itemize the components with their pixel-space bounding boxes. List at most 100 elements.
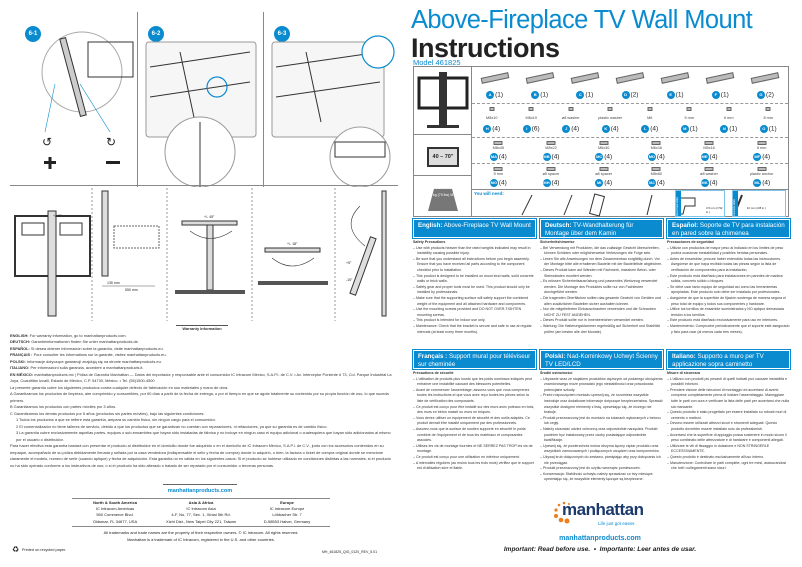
important-notice: Important: Read before use. • Importante… <box>503 546 697 553</box>
lang-label: FRANÇAIS : <box>10 352 33 357</box>
part-label: 5 mm <box>493 172 504 176</box>
precaution-text: Nur die mitgelieferten Einbauschrauben v… <box>543 307 656 317</box>
warranty-title: Warranty Information <box>176 325 228 333</box>
warranty-item: B Garantizamos los productos con partes … <box>10 404 117 409</box>
part-letter: L <box>641 125 650 133</box>
stud-finder-icon <box>588 193 606 217</box>
precaution-item: – Avant de commencer l'assemblage, assur… <box>413 387 530 403</box>
part-illustration <box>546 167 556 171</box>
lang-body: Środki ostrożności– Używanie wraz ze sto… <box>540 371 663 483</box>
depth-max-label: 550 mm <box>125 288 138 292</box>
precaution-text: Należy stosować odzież ochronną oraz odp… <box>543 426 658 443</box>
warranty-item: 3 La garantía cubre exclusivamente aquel… <box>16 430 391 442</box>
part-quantity: (1) <box>585 91 594 99</box>
part-quantity: (6) <box>531 125 540 133</box>
warranty-line: DEUTSCH: Garantieinformationen finden Si… <box>10 339 394 346</box>
part-illustration <box>651 167 661 171</box>
precaution-list: – Bei Verwendung mit Produkten, die das … <box>540 246 663 336</box>
precaution-item: – Upewnij się, że powierzchnia nośna utr… <box>540 443 660 454</box>
part-letter: O <box>759 125 768 133</box>
lang-body: Misure di sicurezza– L'utilizzo con prod… <box>667 371 790 472</box>
part-illustration <box>751 72 780 84</box>
part-A: A(1) <box>472 67 517 103</box>
precaution-text: Produkt przeznaczony jest do użytku wewn… <box>543 466 641 471</box>
precaution-text: Safety gear and proper tools must be use… <box>416 284 530 295</box>
precaution-item: – Questo prodotto è stato progettato per… <box>667 410 787 420</box>
part-quantity: (2) <box>765 91 774 99</box>
precaution-text: Lesen Sie alle Anweisungen vor dem Zusam… <box>543 256 663 267</box>
lang-body: Sicherheitshinweise– Bei Verwendung mit … <box>540 240 663 335</box>
part-illustration <box>660 72 690 84</box>
warranty-text: manhattanproducts.mx | Póliza de Garantí… <box>10 371 392 384</box>
lang-header: Español: Soporte de TV para instalación … <box>666 218 791 239</box>
part-quantity: (1) <box>689 125 698 133</box>
part-label: M6x10 <box>525 116 537 120</box>
trademark-notice: All trademarks and trade names are the p… <box>103 530 299 542</box>
lang-body: Précautions de sécurité– L'utilisation d… <box>413 371 536 472</box>
part-label: plastic anchor <box>749 172 774 176</box>
website-link[interactable]: manhattanproducts.com <box>167 488 233 494</box>
precaution-text: Vous devez utiliser un équipement de séc… <box>416 415 530 426</box>
part-quantity: (1) <box>768 125 777 133</box>
depth-min-label: 135 mm <box>107 281 120 285</box>
tools-row: You will need: Wood Stud Walls 3.5 mm (7… <box>472 190 788 217</box>
part-illustration <box>528 107 534 111</box>
part-illustration <box>757 141 767 145</box>
part-label: M6x16 <box>650 146 663 150</box>
precaution-item: – Należy stosować odzież ochronną oraz o… <box>540 426 658 443</box>
precaution-item: – A intervalles réguliers (au moins tous… <box>413 460 534 471</box>
precaution-item: – Dieses Produkt kann auf Wänden mit Fac… <box>540 267 656 278</box>
precaution-item: – Utilizar con productos de mayor peso a… <box>667 245 784 256</box>
part-quantity: (4) <box>551 153 560 161</box>
part-label: 6 mm <box>756 146 767 150</box>
warranty-text: La presente garantía cubre los siguiente… <box>10 384 229 390</box>
precaution-text: Ce produit est conçu pour être installé … <box>416 404 535 415</box>
precaution-text: Dieses Produkt kann auf Wänden mit Fachw… <box>543 267 656 278</box>
step-illustrations: ↺↻ <box>41 31 395 187</box>
lang-title: Support mural pour téléviseur sur chemin… <box>418 353 531 368</box>
precaution-item: – This product is intended for indoor us… <box>413 318 486 323</box>
part-label: M8x10 <box>486 116 498 120</box>
part-quantity: (4) <box>762 179 771 187</box>
precaution-item: – Antes de ensamblar, procure haber ente… <box>667 256 782 272</box>
warranty-line: ENGLISH: For warranty information, go to… <box>10 333 394 340</box>
part-letter: M <box>680 125 689 133</box>
warranty-text: For warranty information, go to manhatta… <box>28 332 127 338</box>
precaution-item: – Przed rozpoczęciem montażu upewnij się… <box>540 393 663 415</box>
precaution-text: Be sure that you understand all instruct… <box>416 256 530 272</box>
mount-image <box>417 72 469 128</box>
part-illustration <box>480 72 509 84</box>
precaution-item: – Accertarsi che la superficie di appogg… <box>667 432 787 443</box>
part-count: D(2) <box>607 91 652 99</box>
lang-label: ESPAÑOL: <box>10 345 30 351</box>
part-illustration <box>599 141 609 145</box>
divider <box>263 12 264 187</box>
part-letter: J <box>562 125 571 133</box>
part-count: MK(4) <box>683 179 736 187</box>
section-heading: Środki ostrożności <box>540 371 573 375</box>
precaution-text: Upewnij się, że powierzchnia nośna utrzy… <box>543 443 660 454</box>
part-illustration <box>493 141 503 145</box>
part-letter: MJ <box>647 179 656 187</box>
page-subtitle: Instructions <box>411 33 560 63</box>
warranty-item: 2 El comercializador no tiene talleres d… <box>16 423 328 429</box>
part-quantity: (1) <box>729 125 738 133</box>
part-quantity: (4) <box>656 153 665 161</box>
part-quantity: (4) <box>762 153 771 161</box>
part-count: ME(4) <box>683 153 736 161</box>
precaution-text: Este producto está diseñado exclusivamen… <box>670 318 779 323</box>
website-link[interactable]: manhattanproducts.com <box>559 535 641 542</box>
lang-body: Safety Precautions– Use with products he… <box>413 240 536 335</box>
part-count: I(6) <box>512 125 552 133</box>
part-letter: MK <box>700 179 709 187</box>
part-letter: ME <box>700 153 709 161</box>
